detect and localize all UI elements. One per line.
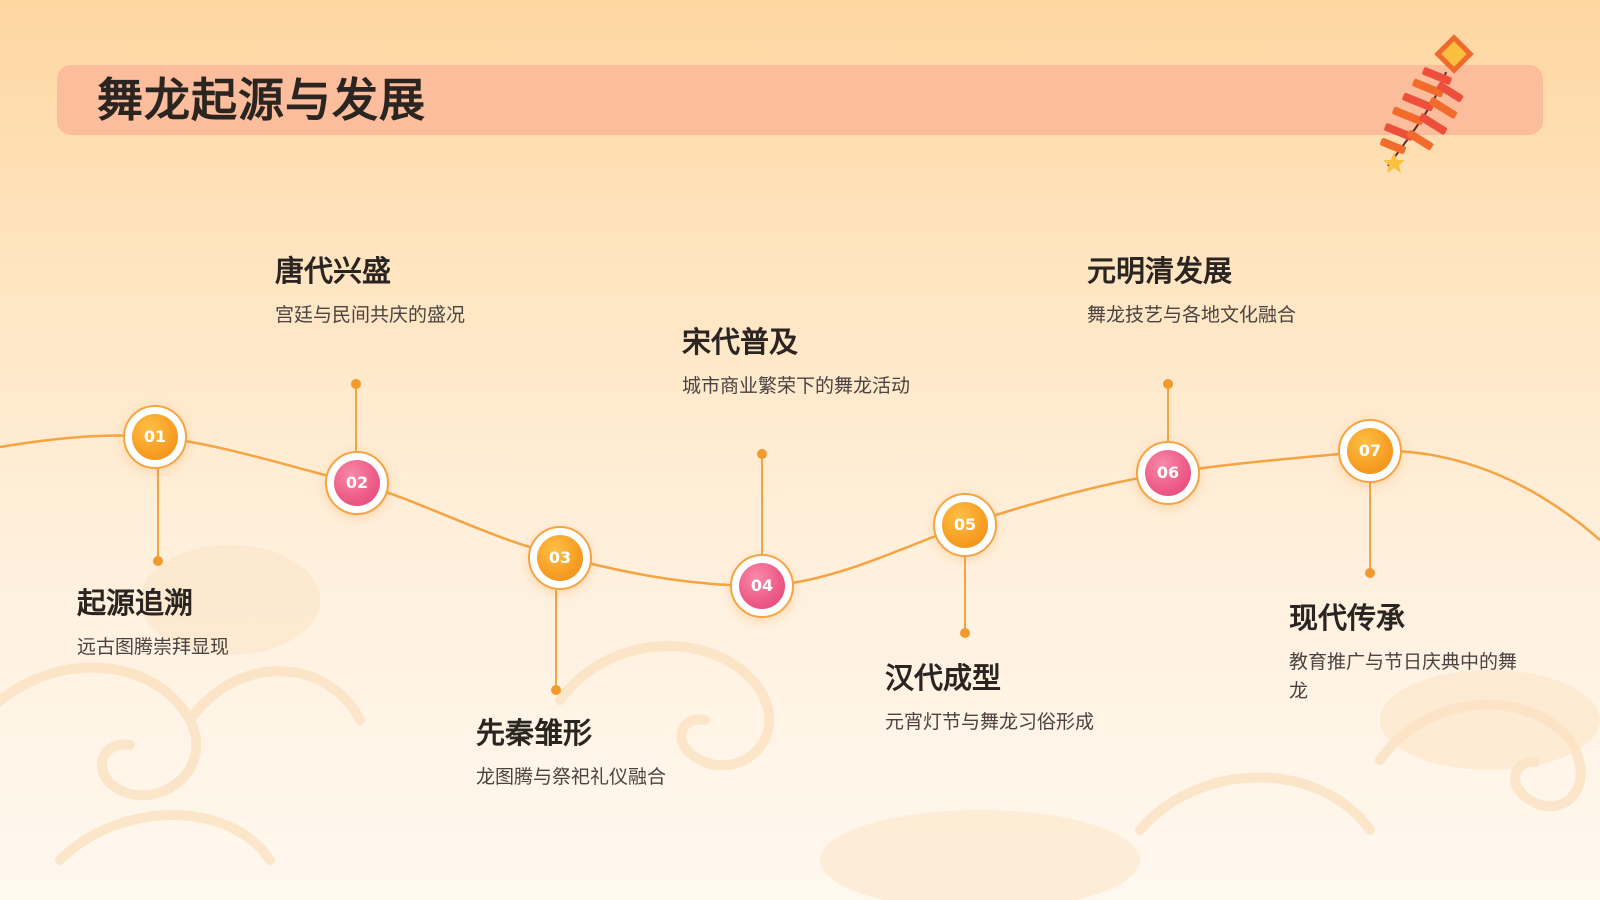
timeline-stem-dot-03 <box>551 685 561 695</box>
timeline-node-number: 01 <box>132 414 178 460</box>
timeline-label-06: 元明清发展 舞龙技艺与各地文化融合 <box>1087 253 1337 330</box>
timeline-stem-04 <box>761 454 763 554</box>
firecracker-icon <box>1380 34 1474 173</box>
timeline-node-number: 02 <box>334 460 380 506</box>
timeline-label-desc: 舞龙技艺与各地文化融合 <box>1087 304 1297 326</box>
timeline-label-title: 汉代成型 <box>885 661 1002 695</box>
timeline-node-06: 06 <box>1136 441 1200 505</box>
timeline-stem-01 <box>157 469 159 561</box>
timeline-label-title: 唐代兴盛 <box>275 254 392 288</box>
timeline-stem-03 <box>555 590 557 690</box>
timeline-label-07: 现代传承 教育推广与节日庆典中的舞龙 <box>1289 600 1521 706</box>
timeline-node-number: 06 <box>1145 450 1191 496</box>
page-title: 舞龙起源与发展 <box>97 73 426 127</box>
timeline-label-desc: 城市商业繁荣下的舞龙活动 <box>682 375 911 397</box>
timeline-stem-07 <box>1369 483 1371 573</box>
timeline-node-01: 01 <box>123 405 187 469</box>
timeline-label-01: 起源追溯 远古图腾崇拜显现 <box>77 585 317 662</box>
timeline-label-title: 起源追溯 <box>77 586 194 620</box>
timeline-node-number: 05 <box>942 502 988 548</box>
timeline-node-02: 02 <box>325 451 389 515</box>
timeline-stem-dot-07 <box>1365 568 1375 578</box>
title-bar: 舞龙起源与发展 <box>57 65 1543 135</box>
timeline-node-03: 03 <box>528 526 592 590</box>
timeline-label-desc: 龙图腾与祭祀礼仪融合 <box>476 766 667 788</box>
timeline-label-title: 现代传承 <box>1289 601 1406 635</box>
timeline-node-07: 07 <box>1338 419 1402 483</box>
timeline-node-04: 04 <box>730 554 794 618</box>
timeline-label-desc: 教育推广与节日庆典中的舞龙 <box>1289 651 1518 702</box>
timeline-label-04: 宋代普及 城市商业繁荣下的舞龙活动 <box>682 324 914 401</box>
timeline-label-title: 元明清发展 <box>1087 254 1233 288</box>
timeline-stem-dot-04 <box>757 449 767 459</box>
timeline-stem-06 <box>1167 384 1169 444</box>
timeline-stem-dot-02 <box>351 379 361 389</box>
timeline-node-number: 04 <box>739 563 785 609</box>
timeline-stem-dot-06 <box>1163 379 1173 389</box>
timeline-label-title: 宋代普及 <box>682 325 799 359</box>
timeline-stem-05 <box>964 557 966 633</box>
timeline-label-desc: 远古图腾崇拜显现 <box>77 636 230 658</box>
timeline-label-title: 先秦雏形 <box>476 716 593 750</box>
timeline-stem-dot-01 <box>153 556 163 566</box>
timeline-stem-dot-05 <box>960 628 970 638</box>
timeline-node-number: 07 <box>1347 428 1393 474</box>
timeline-node-number: 03 <box>537 535 583 581</box>
timeline-stem-02 <box>355 384 357 452</box>
timeline-node-05: 05 <box>933 493 997 557</box>
timeline-label-desc: 元宵灯节与舞龙习俗形成 <box>885 711 1095 733</box>
timeline-label-desc: 宫廷与民间共庆的盛况 <box>275 304 466 326</box>
timeline-label-02: 唐代兴盛 宫廷与民间共庆的盛况 <box>275 253 515 330</box>
timeline-label-05: 汉代成型 元宵灯节与舞龙习俗形成 <box>885 660 1135 737</box>
timeline-label-03: 先秦雏形 龙图腾与祭祀礼仪融合 <box>476 715 716 792</box>
